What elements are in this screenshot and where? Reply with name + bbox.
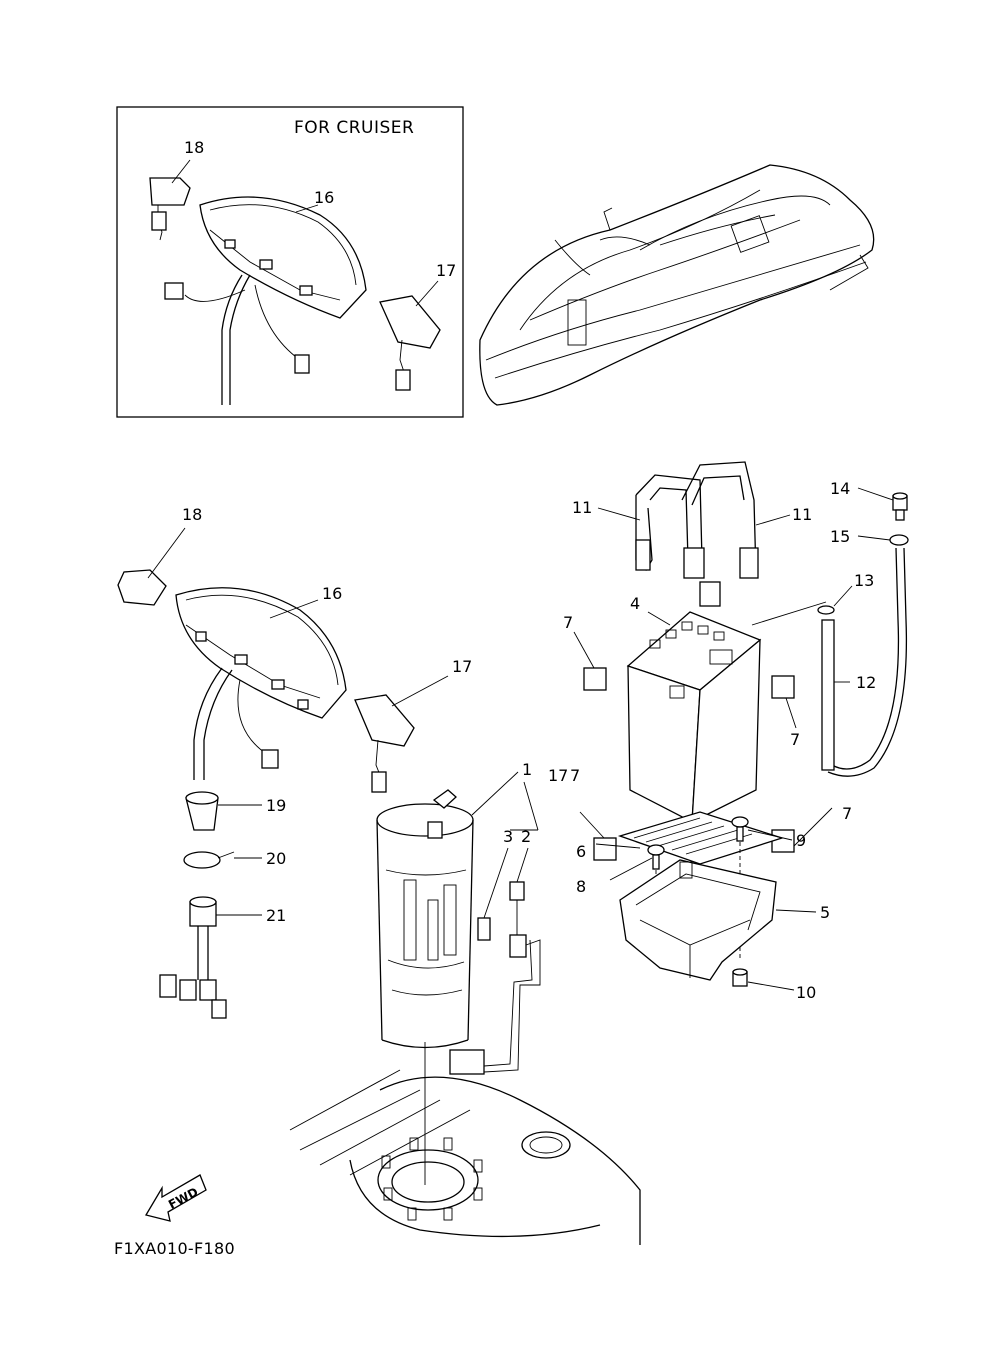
pad-7-d <box>771 807 833 853</box>
label-11-right: 11 <box>792 505 812 524</box>
watercraft-illustration <box>479 164 875 406</box>
label-7-c: 7 <box>570 766 580 785</box>
harness-2 <box>449 847 541 1075</box>
label-13: 13 <box>854 571 874 590</box>
label-14: 14 <box>830 479 850 498</box>
battery-box-5 <box>619 859 817 981</box>
pad-7-b <box>771 675 797 729</box>
label-17-meter: 17 <box>452 657 472 676</box>
label-19: 19 <box>266 796 286 815</box>
cruiser-inset: FOR CRUISER 18 16 <box>116 106 464 418</box>
inset-label-16: 16 <box>314 188 334 207</box>
battery-band-11-right <box>681 461 791 607</box>
diagram-code: F1XA010-F180 <box>114 1239 235 1258</box>
label-18: 18 <box>182 505 202 524</box>
mat-6 <box>595 811 785 865</box>
pad-7-a <box>573 631 607 691</box>
meter-16 <box>175 587 347 780</box>
label-9: 9 <box>796 831 806 850</box>
label-7-d: 7 <box>842 804 852 823</box>
inset-switch-18 <box>149 159 191 241</box>
clip-15 <box>857 534 909 546</box>
battery-band-11-left <box>597 474 705 579</box>
battery-4 <box>626 611 762 824</box>
label-1: 1 <box>522 760 532 779</box>
inset-meter-16 <box>164 196 367 405</box>
sleeve-21 <box>159 896 262 1019</box>
label-16: 16 <box>322 584 342 603</box>
label-12: 12 <box>856 673 876 692</box>
inset-frame <box>116 106 464 418</box>
inset-label-17: 17 <box>436 261 456 280</box>
fwd-arrow-icon: FWD <box>144 1174 207 1222</box>
label-17-pad: 17 <box>548 766 568 785</box>
collar-10 <box>732 968 795 991</box>
pad-7-c <box>579 811 617 861</box>
label-3: 3 <box>503 827 513 846</box>
fuel-pump-1 <box>376 771 519 1185</box>
label-21: 21 <box>266 906 286 925</box>
label-15: 15 <box>830 527 850 546</box>
clip-13 <box>751 585 853 626</box>
label-7-a: 7 <box>563 613 573 632</box>
inset-title: FOR CRUISER <box>294 118 414 138</box>
grommet-19 <box>185 791 262 831</box>
fuel-tank-top <box>289 1069 641 1245</box>
clamp-20 <box>183 851 262 869</box>
label-7-b: 7 <box>790 730 800 749</box>
inset-switch-17 <box>379 280 441 391</box>
label-10: 10 <box>796 983 816 1002</box>
label-11-left: 11 <box>572 498 592 517</box>
inset-label-18: 18 <box>184 138 204 157</box>
vent-hose-12 <box>821 547 908 777</box>
label-2: 2 <box>521 827 531 846</box>
label-20: 20 <box>266 849 286 868</box>
switch-17 <box>354 675 449 793</box>
switch-18 <box>117 527 186 606</box>
label-4: 4 <box>630 594 640 613</box>
label-6: 6 <box>576 842 586 861</box>
vent-fitting-14 <box>857 487 908 521</box>
sender-3 <box>477 847 509 941</box>
leader-bracket-1-2-3 <box>510 781 539 831</box>
label-5: 5 <box>820 903 830 922</box>
label-8: 8 <box>576 877 586 896</box>
